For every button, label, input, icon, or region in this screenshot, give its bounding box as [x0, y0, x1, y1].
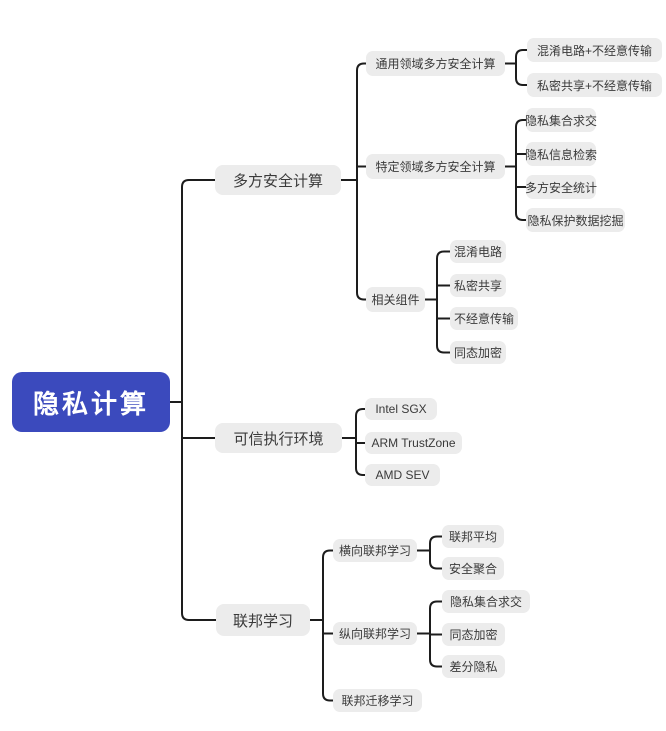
connector-tee-children: [342, 408, 365, 476]
node-horizontal-fl[interactable]: 横向联邦学习: [333, 539, 417, 562]
node-tee[interactable]: 可信执行环境: [215, 423, 342, 453]
node-intel-sgx[interactable]: Intel SGX: [365, 398, 437, 420]
connector-hfl-children: [417, 535, 442, 570]
node-mpc[interactable]: 多方安全计算: [215, 165, 341, 195]
node-privacy-data-mining[interactable]: 隐私保护数据挖掘: [526, 208, 625, 232]
node-psi-vfl[interactable]: 隐私集合求交: [442, 590, 530, 613]
node-federated-learning[interactable]: 联邦学习: [216, 604, 310, 636]
connector-general-mpc-children: [505, 49, 527, 86]
node-federated-transfer-learning[interactable]: 联邦迁移学习: [333, 689, 422, 712]
node-secret-sharing[interactable]: 私密共享: [450, 274, 506, 297]
node-specific-mpc[interactable]: 特定领域多方安全计算: [366, 154, 505, 179]
node-psi[interactable]: 隐私集合求交: [525, 108, 597, 132]
node-homomorphic-encryption[interactable]: 同态加密: [450, 341, 506, 364]
node-fedavg[interactable]: 联邦平均: [442, 525, 504, 548]
connector-vfl-children: [417, 600, 442, 668]
node-garbled-circuit-ot[interactable]: 混淆电路+不经意传输: [527, 38, 662, 62]
node-secure-aggregation[interactable]: 安全聚合: [442, 557, 504, 580]
node-homomorphic-encryption-vfl[interactable]: 同态加密: [442, 623, 505, 646]
node-pir[interactable]: 隐私信息检索: [525, 142, 597, 166]
node-general-mpc[interactable]: 通用领域多方安全计算: [366, 51, 505, 76]
connector-mpc-children: [341, 62, 366, 301]
connector-trunk: [170, 179, 216, 621]
node-secure-statistics[interactable]: 多方安全统计: [525, 175, 597, 199]
connector-components-children: [425, 250, 450, 354]
node-privacy-computing[interactable]: 隐私计算: [12, 372, 170, 432]
node-secret-sharing-ot[interactable]: 私密共享+不经意传输: [527, 73, 662, 97]
node-differential-privacy[interactable]: 差分隐私: [442, 655, 505, 678]
connector-fl-children: [310, 549, 333, 702]
node-garbled-circuit[interactable]: 混淆电路: [450, 240, 506, 263]
connector-specific-mpc-children: [505, 119, 526, 221]
node-related-components[interactable]: 相关组件: [366, 287, 425, 312]
node-amd-sev[interactable]: AMD SEV: [365, 464, 440, 486]
node-arm-trustzone[interactable]: ARM TrustZone: [365, 432, 462, 454]
node-vertical-fl[interactable]: 纵向联邦学习: [333, 622, 417, 645]
node-oblivious-transfer[interactable]: 不经意传输: [450, 307, 518, 330]
